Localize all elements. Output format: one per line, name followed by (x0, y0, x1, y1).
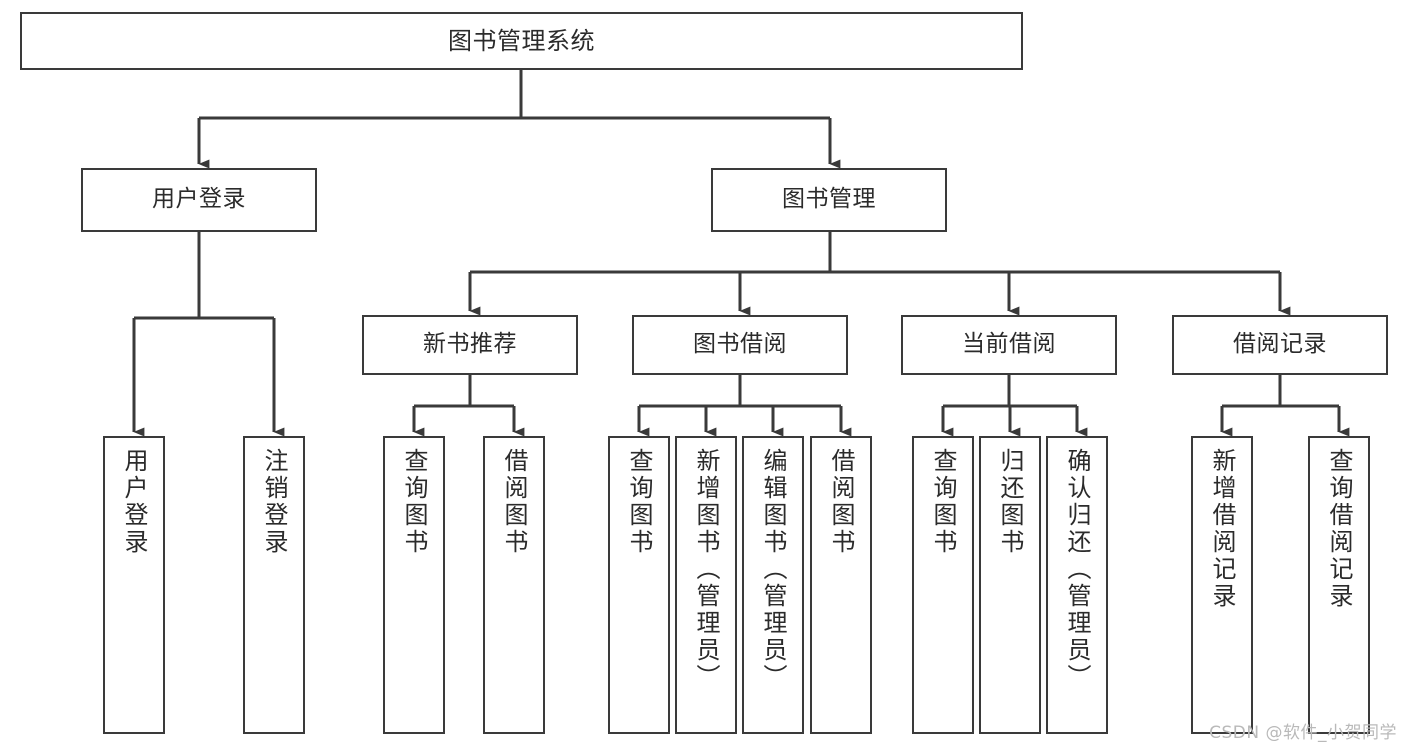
node-leaf-query-book-2[interactable]: 查询图书 (608, 436, 670, 734)
node-label-current-borrow: 当前借阅 (962, 331, 1056, 358)
node-leaf-query-book-3[interactable]: 查询图书 (912, 436, 974, 734)
node-label-borrow-record: 借阅记录 (1233, 331, 1327, 358)
watermark-csdn: CSDN @软件_小贺同学 (1209, 723, 1397, 743)
node-label-leaf-borrow-book-2: 借阅图书 (827, 448, 855, 556)
node-book-management[interactable]: 图书管理 (711, 168, 947, 232)
node-label-leaf-confirm-return: 确认归还（管理员） (1063, 448, 1091, 691)
node-label-leaf-borrow-book-1: 借阅图书 (500, 448, 528, 556)
node-leaf-borrow-book-1[interactable]: 借阅图书 (483, 436, 545, 734)
node-new-book-recommend[interactable]: 新书推荐 (362, 315, 578, 375)
node-current-borrow[interactable]: 当前借阅 (901, 315, 1117, 375)
node-label-book-management: 图书管理 (782, 186, 876, 213)
node-label-root: 图书管理系统 (448, 26, 595, 55)
node-root-system[interactable]: 图书管理系统 (20, 12, 1023, 70)
node-leaf-confirm-return[interactable]: 确认归还（管理员） (1046, 436, 1108, 734)
node-leaf-query-book-1[interactable]: 查询图书 (383, 436, 445, 734)
node-leaf-user-login[interactable]: 用户登录 (103, 436, 165, 734)
node-label-leaf-add-record: 新增借阅记录 (1208, 448, 1236, 610)
node-book-borrow[interactable]: 图书借阅 (632, 315, 848, 375)
node-label-leaf-logout-login: 注销登录 (260, 448, 288, 556)
node-leaf-add-book[interactable]: 新增图书（管理员） (675, 436, 737, 734)
node-borrow-record[interactable]: 借阅记录 (1172, 315, 1388, 375)
node-leaf-borrow-book-2[interactable]: 借阅图书 (810, 436, 872, 734)
node-user-login[interactable]: 用户登录 (81, 168, 317, 232)
node-label-book-borrow: 图书借阅 (693, 331, 787, 358)
node-label-leaf-edit-book: 编辑图书（管理员） (759, 448, 787, 691)
node-label-leaf-query-book-1: 查询图书 (400, 448, 428, 556)
node-label-user-login: 用户登录 (152, 186, 246, 213)
node-label-leaf-return-book: 归还图书 (996, 448, 1024, 556)
node-leaf-logout-login[interactable]: 注销登录 (243, 436, 305, 734)
node-label-leaf-user-login: 用户登录 (120, 448, 148, 556)
node-leaf-return-book[interactable]: 归还图书 (979, 436, 1041, 734)
node-leaf-edit-book[interactable]: 编辑图书（管理员） (742, 436, 804, 734)
node-label-leaf-query-book-2: 查询图书 (625, 448, 653, 556)
node-label-leaf-query-record: 查询借阅记录 (1325, 448, 1353, 610)
node-leaf-add-record[interactable]: 新增借阅记录 (1191, 436, 1253, 734)
node-label-leaf-add-book: 新增图书（管理员） (692, 448, 720, 691)
node-label-new-book-recommend: 新书推荐 (423, 331, 517, 358)
node-leaf-query-record[interactable]: 查询借阅记录 (1308, 436, 1370, 734)
node-label-leaf-query-book-3: 查询图书 (929, 448, 957, 556)
